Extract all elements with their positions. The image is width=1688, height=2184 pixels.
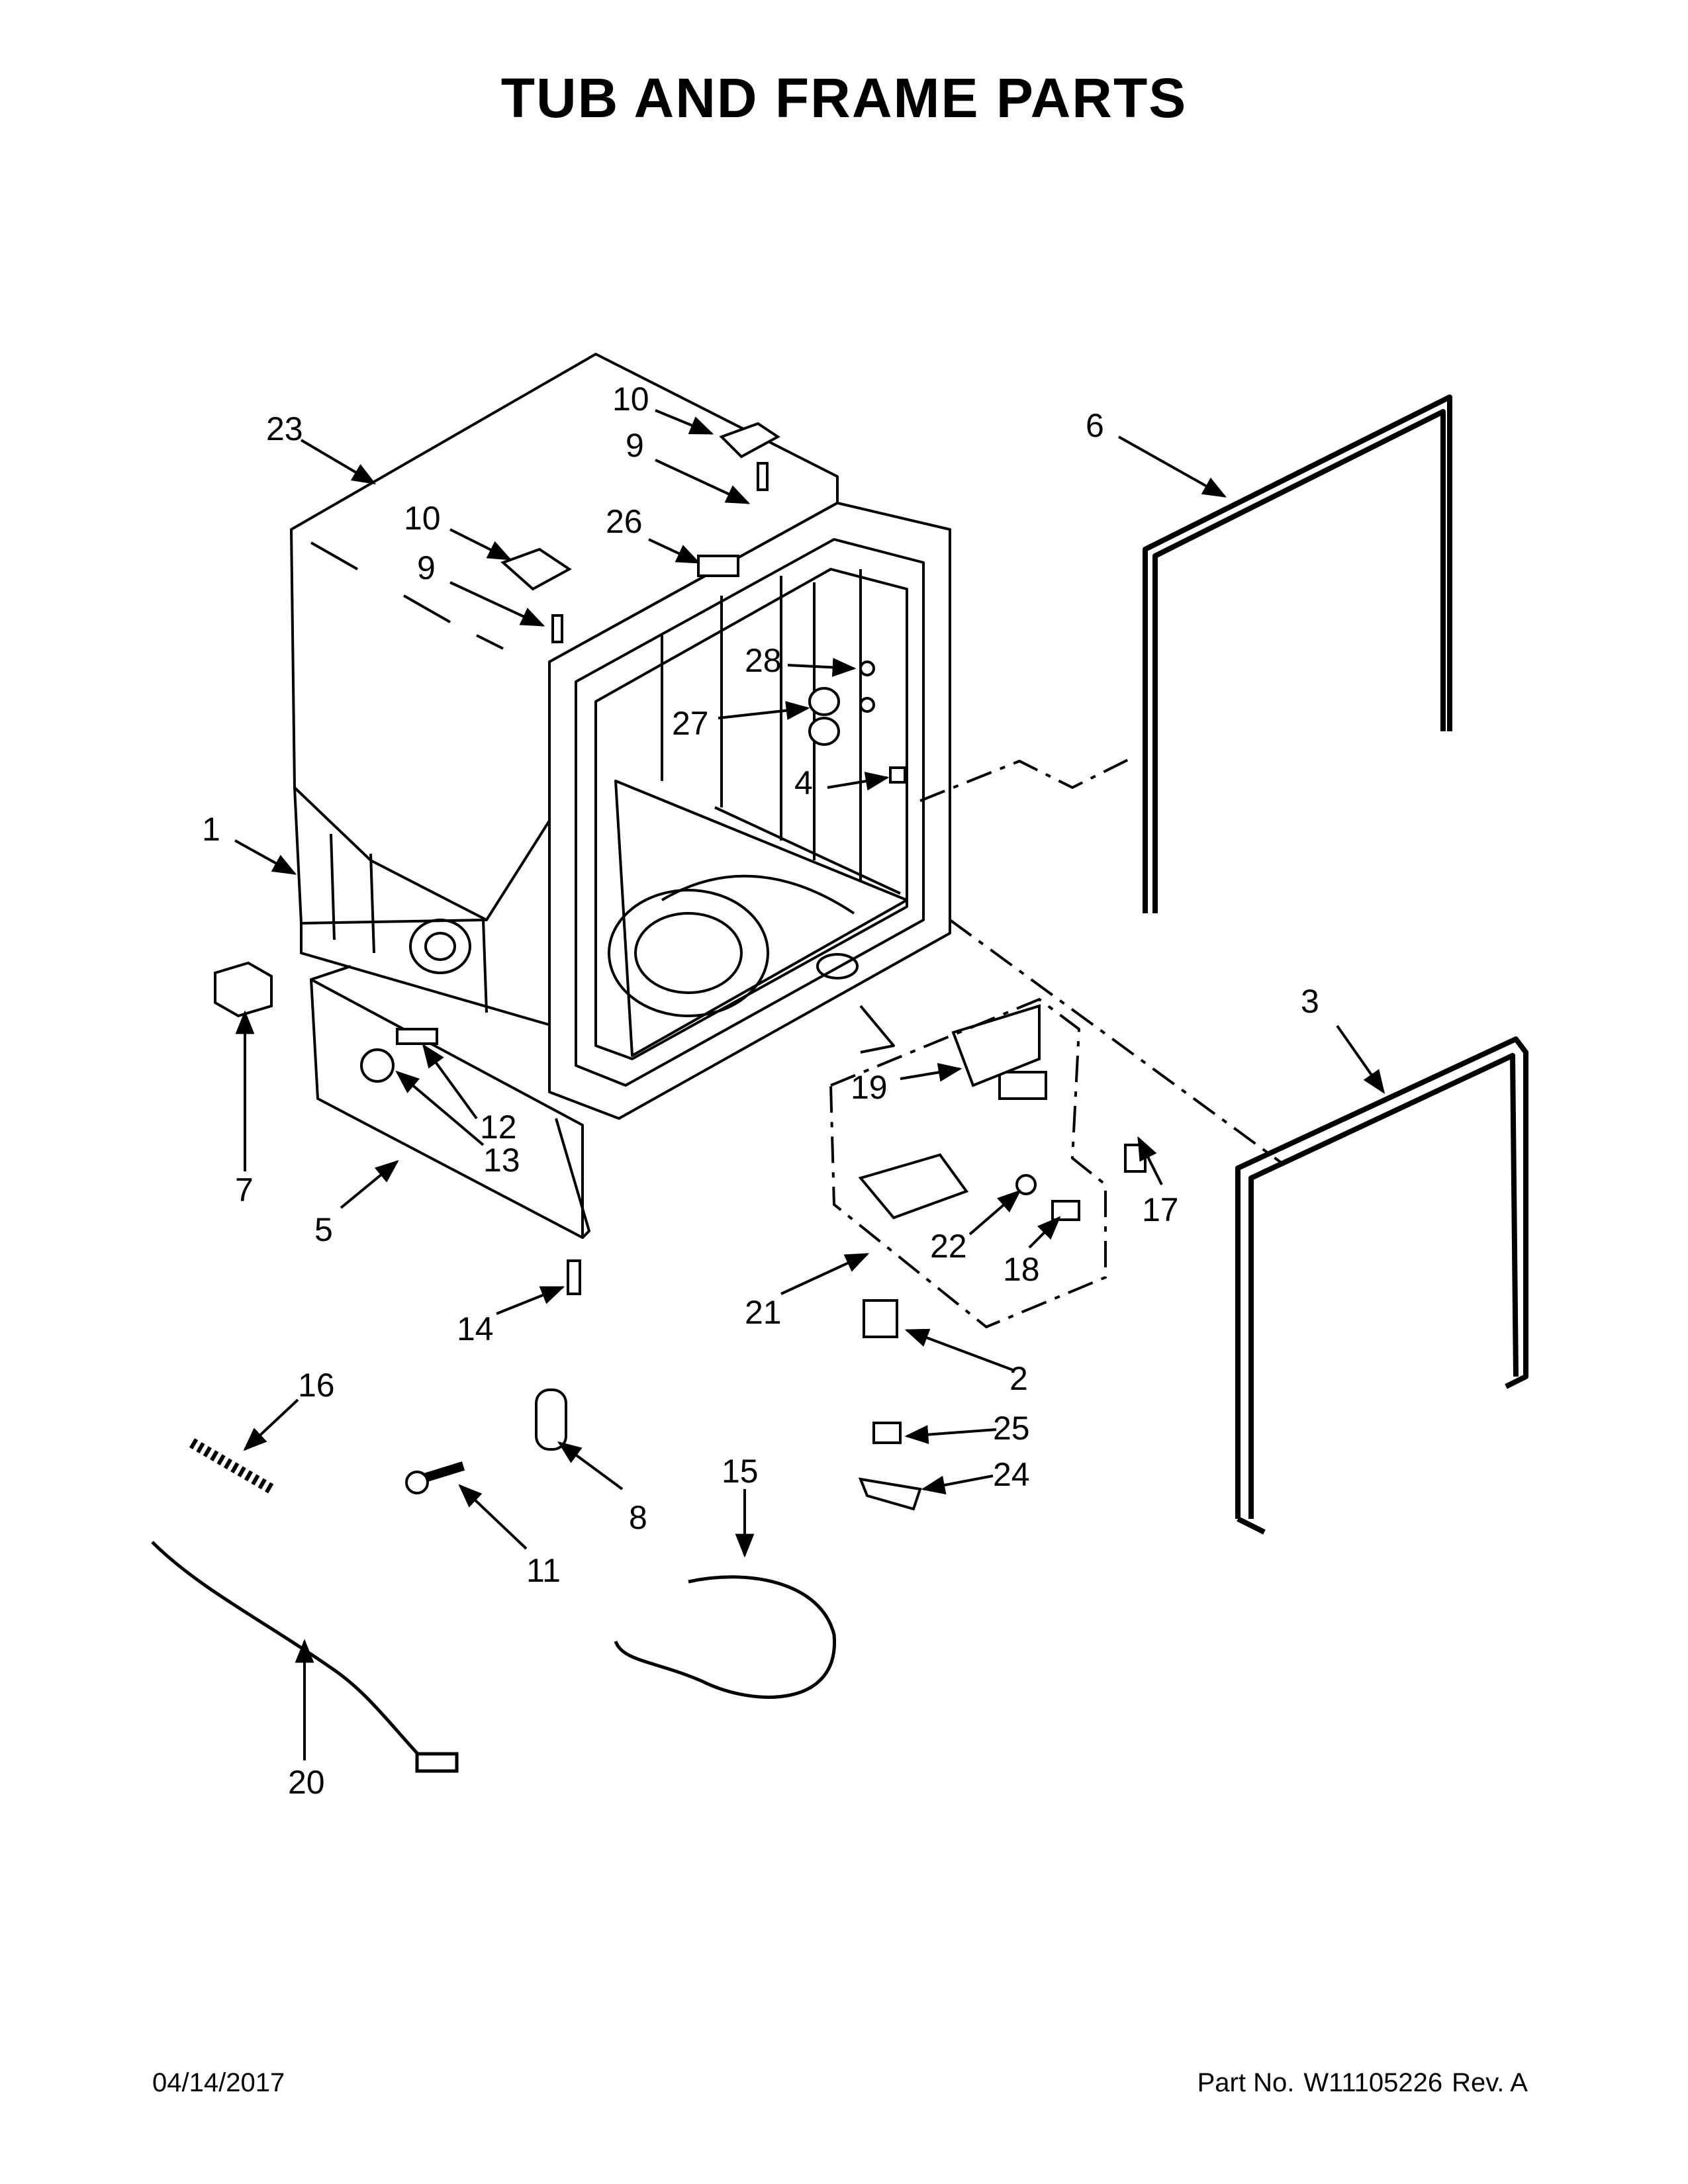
callout-2: 2: [1009, 1360, 1028, 1397]
callout-16: 16: [298, 1367, 335, 1404]
revision: Rev. A: [1452, 2068, 1528, 2097]
callout-11: 11: [526, 1552, 561, 1589]
callout-7: 7: [235, 1171, 254, 1208]
alignment-lines: [829, 756, 1286, 1329]
footer-part-number: Part No. W11105226 Rev. A: [1188, 2068, 1528, 2098]
callout-18: 18: [1003, 1251, 1040, 1288]
callout-10: 10: [612, 381, 649, 418]
callout-20: 20: [288, 1764, 325, 1801]
callout-labels: 23 10 9 10 9 26 6 28 27 4 1 3 12 13 7 19…: [202, 381, 1319, 1801]
leader-lines: [234, 409, 1385, 1760]
callout-14: 14: [457, 1310, 494, 1347]
callout-25: 25: [993, 1410, 1030, 1447]
callout-24: 24: [993, 1456, 1030, 1493]
page-title: TUB AND FRAME PARTS: [500, 67, 1188, 129]
part-label: Part No.: [1197, 2068, 1295, 2097]
door-gaskets: [1143, 394, 1528, 1535]
callout-9: 9: [417, 549, 436, 586]
callout-21: 21: [745, 1294, 782, 1331]
callout-27: 27: [672, 705, 709, 742]
callout-6: 6: [1086, 407, 1104, 444]
callout-19: 19: [851, 1069, 888, 1106]
callout-4: 4: [794, 764, 813, 801]
callout-1: 1: [202, 811, 220, 848]
callout-28: 28: [745, 642, 782, 679]
wire-harnesses: [151, 1541, 836, 1773]
small-parts: [189, 660, 1147, 1511]
tub-assembly: [290, 353, 951, 1239]
callout-22: 22: [930, 1228, 967, 1265]
callout-5: 5: [314, 1211, 333, 1248]
callout-15: 15: [722, 1453, 759, 1490]
callout-23: 23: [266, 410, 303, 447]
callout-9: 9: [626, 427, 644, 464]
callout-13: 13: [483, 1142, 520, 1179]
callout-17: 17: [1142, 1191, 1179, 1228]
callout-26: 26: [606, 503, 643, 540]
callout-12: 12: [480, 1109, 517, 1146]
callout-8: 8: [629, 1499, 647, 1536]
part-number: W11105226: [1303, 2068, 1443, 2097]
hinge-brackets: [500, 422, 780, 643]
callout-10: 10: [404, 500, 441, 537]
footer-date: 04/14/2017: [152, 2068, 285, 2097]
callout-3: 3: [1301, 983, 1319, 1020]
